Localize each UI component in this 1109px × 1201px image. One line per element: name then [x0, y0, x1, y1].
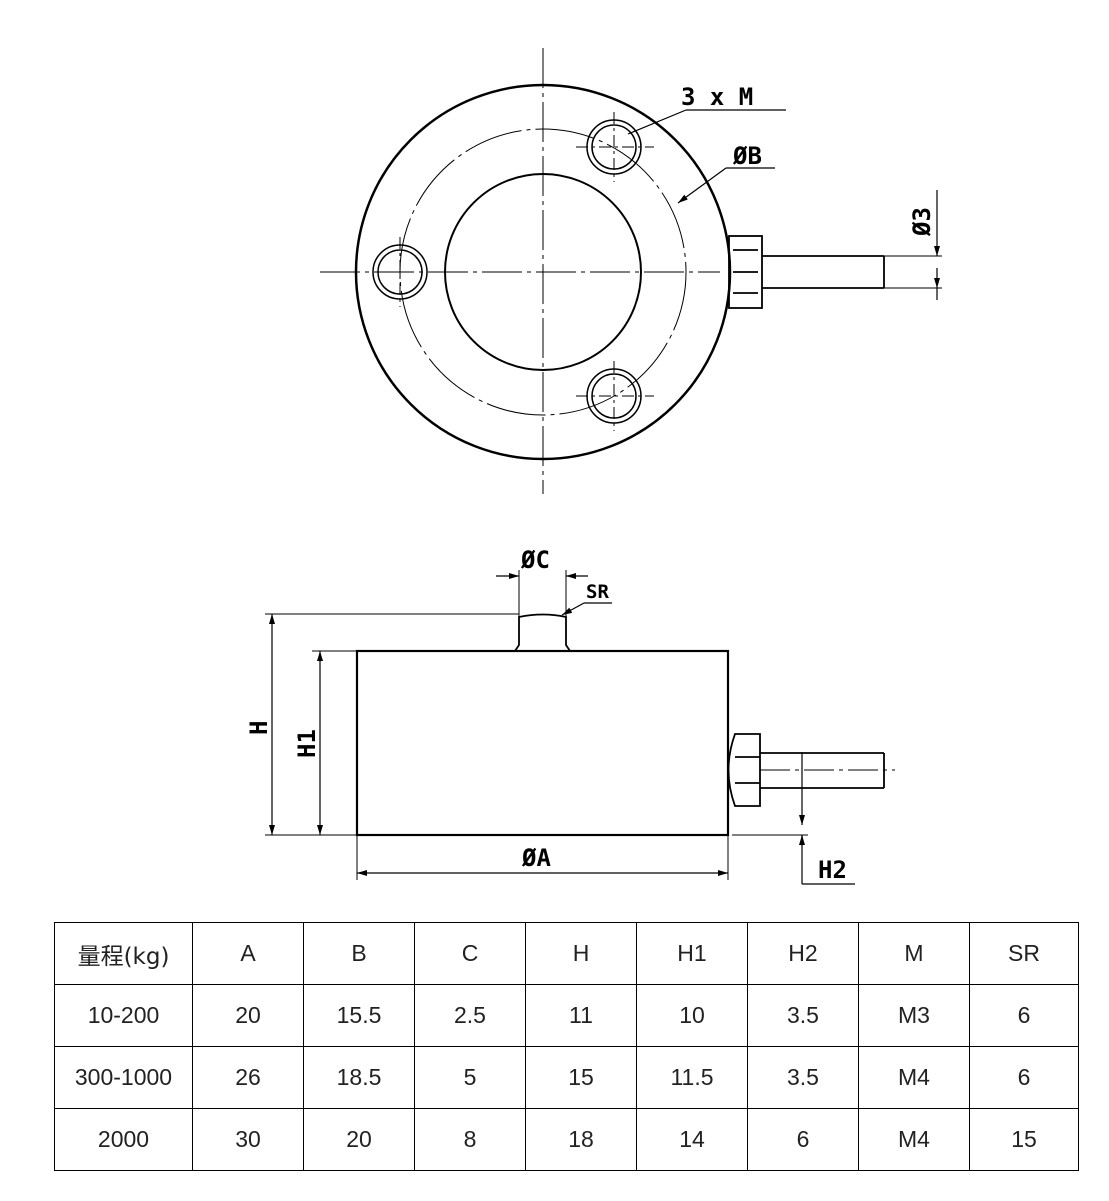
table-header-row: 量程(kg) A B C H H1 H2 M SR [54, 922, 1079, 985]
table-cell: 6 [747, 1108, 859, 1171]
side-body [355, 649, 730, 837]
mounting-hole-bottom [576, 361, 654, 431]
cable-gland-side-view [727, 733, 895, 807]
table-cell: 15 [969, 1108, 1079, 1171]
header-h1: H1 [636, 922, 748, 985]
table-cell: 26 [192, 1046, 304, 1109]
table-row: 300-1000 26 18.5 5 15 11.5 3.5 M4 6 [54, 1046, 1079, 1109]
table-cell: 2000 [54, 1108, 193, 1171]
table-cell: 10-200 [54, 984, 193, 1047]
header-range: 量程(kg) [54, 922, 193, 985]
table-cell: 6 [969, 1046, 1079, 1109]
leader-holes [627, 109, 687, 135]
label-holes: 3 x M [681, 83, 753, 111]
table-cell: 10 [636, 984, 748, 1047]
label-h2: H2 [818, 856, 847, 884]
table-cell: 18 [525, 1108, 637, 1171]
table-cell: 30 [192, 1108, 304, 1171]
label-post-diameter: ØC [520, 546, 550, 574]
label-h1: H1 [293, 729, 321, 758]
header-h2: H2 [747, 922, 859, 985]
label-body-diameter: ØA [521, 844, 551, 872]
header-c: C [414, 922, 526, 985]
table-cell: 20 [192, 984, 304, 1047]
table-cell: 11 [525, 984, 637, 1047]
label-h: H [245, 721, 273, 735]
table-cell: 300-1000 [54, 1046, 193, 1109]
table-cell: 3.5 [747, 1046, 859, 1109]
table-cell: 18.5 [303, 1046, 415, 1109]
table-row: 10-200 20 15.5 2.5 11 10 3.5 M3 6 [54, 984, 1079, 1047]
table-cell: M4 [858, 1108, 970, 1171]
header-m: M [858, 922, 970, 985]
spec-table: 量程(kg) A B C H H1 H2 M SR 10-200 20 15.5… [54, 922, 1079, 1171]
inner-boss-circle [444, 173, 642, 371]
table-row: 2000 30 20 8 18 14 6 M4 15 [54, 1108, 1079, 1171]
table-cell: 5 [414, 1046, 526, 1109]
table-cell: 14 [636, 1108, 748, 1171]
cable-gland-top-view [728, 235, 885, 309]
header-b: B [303, 922, 415, 985]
header-sr: SR [969, 922, 1079, 985]
top-view [320, 48, 942, 494]
header-a: A [192, 922, 304, 985]
table-cell: 15.5 [303, 984, 415, 1047]
table-cell: 2.5 [414, 984, 526, 1047]
table-cell: 3.5 [747, 984, 859, 1047]
mounting-hole-top [576, 112, 654, 182]
technical-drawing: 3 x M ØB Ø3 [245, 48, 942, 885]
label-sr: SR [586, 581, 609, 603]
side-view [265, 570, 895, 885]
header-h: H [525, 922, 637, 985]
label-cable-diameter: Ø3 [908, 207, 936, 237]
table-cell: M3 [858, 984, 970, 1047]
table-cell: 15 [525, 1046, 637, 1109]
outer-body-circle [354, 83, 732, 461]
table-cell: 20 [303, 1108, 415, 1171]
leader-pcd [677, 167, 727, 204]
label-pcd: ØB [732, 142, 762, 170]
load-post [514, 613, 571, 652]
mounting-hole-left [372, 237, 428, 307]
table-cell: 6 [969, 984, 1079, 1047]
table-cell: M4 [858, 1046, 970, 1109]
table-cell: 11.5 [636, 1046, 748, 1109]
table-cell: 8 [414, 1108, 526, 1171]
